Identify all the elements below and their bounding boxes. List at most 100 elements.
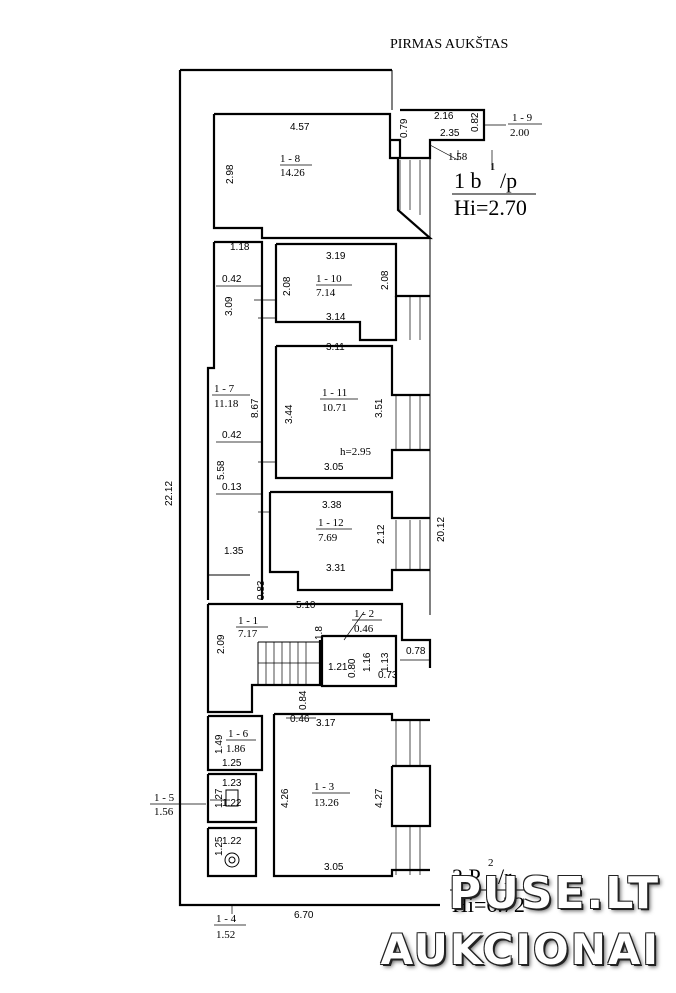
svg-text:0.46: 0.46 <box>290 714 310 725</box>
svg-text:0.80: 0.80 <box>347 658 358 678</box>
svg-text:0.73: 0.73 <box>378 670 398 681</box>
svg-text:2.98: 2.98 <box>225 164 236 184</box>
svg-text:3.14: 3.14 <box>326 312 346 323</box>
room-label-1-10: 1 - 10 7.14 <box>316 273 352 299</box>
svg-text:h=2.95: h=2.95 <box>340 446 371 458</box>
svg-text:20.12: 20.12 <box>436 517 447 542</box>
room-label-1-2: 1 - 2 0.46 <box>352 608 382 635</box>
room-label-1-8: 1 - 8 14.26 <box>280 153 312 179</box>
svg-text:7.14: 7.14 <box>316 287 336 299</box>
svg-text:6.70: 6.70 <box>294 910 314 921</box>
watermark-line-1: PUSE.LT <box>448 868 660 919</box>
room-1-4 <box>206 826 258 878</box>
svg-text:1: 1 <box>490 161 496 173</box>
room-label-1-5: 1 - 5 1.56 <box>150 792 206 818</box>
svg-text:4.26: 4.26 <box>280 788 291 808</box>
height-annotation-top: 1 b 1 /p Hi=2.70 <box>452 161 536 220</box>
room-1-9 <box>390 108 506 170</box>
room-label-1-4: 1 - 4 1.52 <box>214 905 246 941</box>
svg-text:/p: /p <box>500 168 517 193</box>
svg-text:1.21: 1.21 <box>328 662 348 673</box>
floor-title: PIRMAS AUKŠTAS <box>390 35 508 52</box>
svg-text:0.46: 0.46 <box>354 623 374 635</box>
svg-text:2.08: 2.08 <box>380 270 391 290</box>
svg-text:5.10: 5.10 <box>296 600 316 611</box>
svg-text:1 - 1: 1 - 1 <box>238 615 258 627</box>
svg-text:2 P: 2 P <box>452 864 481 889</box>
height-annotation-bottom: 2 P 2 /r Hi=6.72 <box>450 857 540 917</box>
svg-text:3.38: 3.38 <box>322 500 342 511</box>
svg-text:1.22: 1.22 <box>222 836 242 847</box>
room-1-10 <box>274 242 430 342</box>
room-label-1-6: 1 - 6 1.86 <box>226 728 256 755</box>
watermark: PUSE.LT AUKCIONAI <box>381 868 660 974</box>
room-1-7 <box>206 240 264 600</box>
room-1-5 <box>206 772 258 824</box>
svg-text:1.18: 1.18 <box>230 242 250 253</box>
room-label-1-9: 1 - 9 2.00 <box>508 112 542 139</box>
svg-text:1 - 5: 1 - 5 <box>154 792 175 804</box>
room-1-2 <box>320 634 398 688</box>
svg-text:0.84: 0.84 <box>298 690 309 710</box>
svg-text:7.17: 7.17 <box>238 628 258 640</box>
svg-text:1 - 2: 1 - 2 <box>354 608 374 620</box>
svg-text:1 - 7: 1 - 7 <box>214 383 235 395</box>
svg-text:8.67: 8.67 <box>250 398 261 418</box>
svg-text:2.12: 2.12 <box>376 524 387 544</box>
room-label-1-1: 1 - 1 7.17 <box>236 615 268 640</box>
svg-text:1 - 12: 1 - 12 <box>318 517 344 529</box>
svg-text:4.57: 4.57 <box>290 122 310 133</box>
room-label-1-3: 1 - 3 13.26 <box>312 781 350 809</box>
svg-text:0.78: 0.78 <box>406 646 426 657</box>
svg-text:0.79: 0.79 <box>399 118 410 138</box>
room-1-1 <box>206 602 432 714</box>
svg-text:Hi=6.72: Hi=6.72 <box>452 892 525 917</box>
svg-text:5.58: 5.58 <box>216 460 227 480</box>
dimension-labels: 4.57 2.16 2.35 1.58 1.18 3.19 0.42 3.14 … <box>222 111 468 921</box>
svg-text:1.86: 1.86 <box>226 743 246 755</box>
svg-text:1.25: 1.25 <box>222 758 242 769</box>
svg-text:/r: /r <box>498 864 512 889</box>
svg-text:3.05: 3.05 <box>324 862 344 873</box>
svg-text:1.16: 1.16 <box>362 652 373 672</box>
room-1-12 <box>268 490 430 592</box>
svg-text:0.42: 0.42 <box>222 274 242 285</box>
svg-text:0.13: 0.13 <box>222 482 242 493</box>
svg-text:1.22: 1.22 <box>222 798 242 809</box>
svg-text:1 - 11: 1 - 11 <box>322 387 347 399</box>
window-hatching <box>395 160 421 875</box>
svg-text:0.42: 0.42 <box>222 430 242 441</box>
svg-text:3.09: 3.09 <box>224 296 235 316</box>
svg-text:1 - 9: 1 - 9 <box>512 112 533 124</box>
svg-text:14.26: 14.26 <box>280 167 305 179</box>
svg-text:2.16: 2.16 <box>434 111 454 122</box>
outer-wall <box>178 68 440 907</box>
svg-text:1 - 6: 1 - 6 <box>228 728 249 740</box>
svg-text:0.83: 0.83 <box>256 580 267 600</box>
svg-text:13.26: 13.26 <box>314 797 339 809</box>
svg-text:2: 2 <box>488 857 494 869</box>
svg-text:1.27: 1.27 <box>214 788 225 808</box>
room-1-6 <box>206 714 264 772</box>
room-1-11 <box>274 344 430 480</box>
svg-text:1.56: 1.56 <box>154 806 174 818</box>
dimension-ticks <box>210 285 430 801</box>
svg-text:1.8: 1.8 <box>314 626 325 640</box>
svg-text:1.13: 1.13 <box>380 652 391 672</box>
svg-text:1.52: 1.52 <box>216 929 235 941</box>
svg-text:1 - 8: 1 - 8 <box>280 153 301 165</box>
svg-text:2.09: 2.09 <box>216 634 227 654</box>
svg-text:1 - 4: 1 - 4 <box>216 913 237 925</box>
svg-text:3.05: 3.05 <box>324 462 344 473</box>
room-1-8 <box>212 112 433 240</box>
svg-text:1.23: 1.23 <box>222 778 242 789</box>
svg-text:4.27: 4.27 <box>374 788 385 808</box>
svg-text:3.31: 3.31 <box>326 563 346 574</box>
svg-text:1.58: 1.58 <box>448 151 468 163</box>
svg-text:2.08: 2.08 <box>282 276 293 296</box>
svg-text:3.19: 3.19 <box>326 251 346 262</box>
dimension-labels-vertical: 2.98 0.79 0.82 2.08 2.08 3.09 3.44 3.51 … <box>164 112 481 856</box>
svg-text:1 b: 1 b <box>454 168 482 193</box>
svg-text:10.71: 10.71 <box>322 402 347 414</box>
svg-text:0.82: 0.82 <box>470 112 481 132</box>
